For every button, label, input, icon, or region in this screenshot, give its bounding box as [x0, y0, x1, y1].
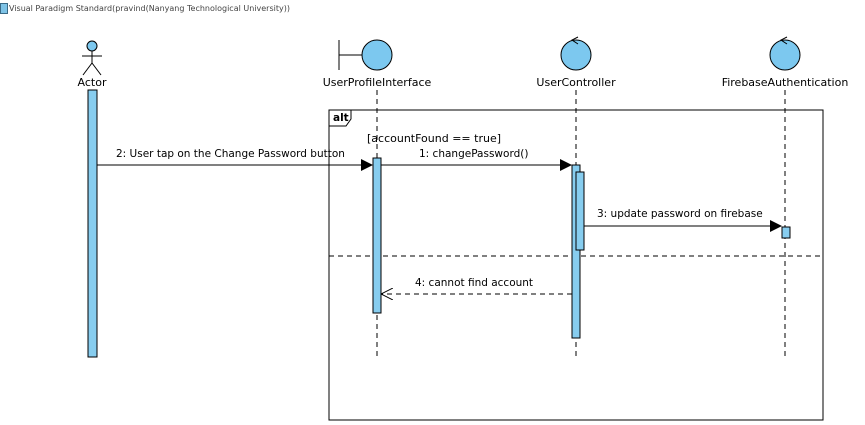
- control-icon: [560, 36, 592, 71]
- lifeline-user-controller: UserController: [536, 36, 616, 360]
- message-label: 2: User tap on the Change Password butto…: [116, 148, 345, 160]
- activation-bar: [372, 157, 382, 314]
- boundary-icon: [338, 39, 393, 71]
- watermark-text: Visual Paradigm Standard(pravind(Nanyang…: [9, 3, 290, 13]
- message-cannot-find-account: 4: cannot find account: [382, 277, 572, 294]
- lifeline-label: Actor: [78, 76, 107, 89]
- lifeline-label: FirebaseAuthentication: [722, 76, 849, 89]
- alt-fragment: alt [accountFound == true]: [328, 109, 824, 421]
- message-label: 4: cannot find account: [415, 277, 533, 289]
- watermark: Visual Paradigm Standard(pravind(Nanyang…: [0, 2, 290, 14]
- watermark-box-icon: [0, 2, 8, 14]
- message-user-tap: 2: User tap on the Change Password butto…: [97, 148, 373, 171]
- activation-bar: [571, 164, 581, 339]
- message-update-password: 3: update password on firebase: [584, 208, 782, 232]
- activation-bar: [781, 226, 791, 239]
- lifeline-label: UserController: [536, 76, 616, 89]
- message-change-password: 1: changePassword(): [381, 148, 572, 171]
- message-label: 1: changePassword(): [419, 148, 528, 160]
- alt-fragment-tab: [328, 109, 352, 127]
- alt-operator-label: alt: [333, 112, 349, 124]
- alt-guard-label: [accountFound == true]: [367, 132, 501, 145]
- activation-bar: [87, 89, 98, 358]
- lifeline-actor: Actor: [78, 40, 107, 358]
- message-label: 3: update password on firebase: [597, 208, 763, 220]
- nested-activation-bar: [575, 171, 585, 251]
- actor-stick-figure-icon: [82, 40, 102, 76]
- lifeline-user-profile-interface: UserProfileInterface: [323, 39, 432, 360]
- lifeline-firebase-authentication: FirebaseAuthentication: [722, 36, 849, 360]
- lifeline-label: UserProfileInterface: [323, 76, 432, 89]
- control-icon: [769, 36, 801, 71]
